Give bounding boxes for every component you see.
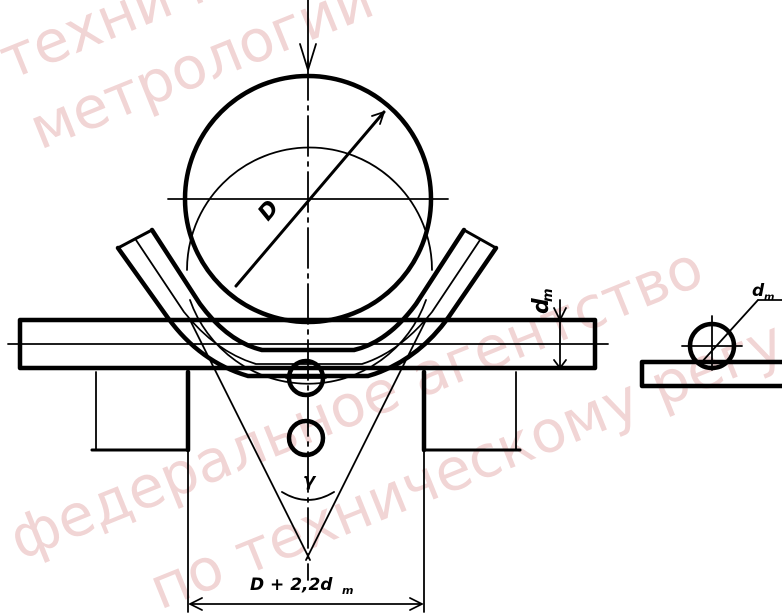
gap-arrow-right-icon bbox=[409, 597, 423, 611]
bend-angle: γ bbox=[189, 319, 427, 561]
gap-formula-label: D + 2,2d bbox=[250, 575, 333, 595]
diameter-arrow-icon bbox=[371, 111, 385, 125]
thickness-label: d bbox=[529, 298, 554, 314]
thickness-sub-label: m bbox=[541, 288, 556, 302]
gap-arrow-left-icon bbox=[189, 597, 203, 611]
angle-label: γ bbox=[303, 470, 317, 491]
thickness-dimension: d m bbox=[529, 288, 567, 369]
gap-dimension: D + 2,2d m bbox=[187, 449, 425, 613]
detail-cross-section: d m bbox=[639, 281, 782, 389]
support-right bbox=[421, 369, 522, 453]
straight-specimen bbox=[7, 317, 609, 371]
bent-mandrel-lower-arc bbox=[189, 299, 427, 385]
bent-mandrel-outline bbox=[186, 146, 433, 271]
detail-diameter-label: d bbox=[752, 281, 765, 301]
thickness-arrow-icon bbox=[553, 307, 567, 321]
support-left bbox=[90, 369, 191, 453]
roller-circles bbox=[285, 358, 327, 458]
gap-formula-sub-label: m bbox=[342, 584, 353, 597]
mandrel-diameter-label: D bbox=[253, 196, 284, 226]
detail-diameter-sub-label: m bbox=[764, 292, 774, 303]
